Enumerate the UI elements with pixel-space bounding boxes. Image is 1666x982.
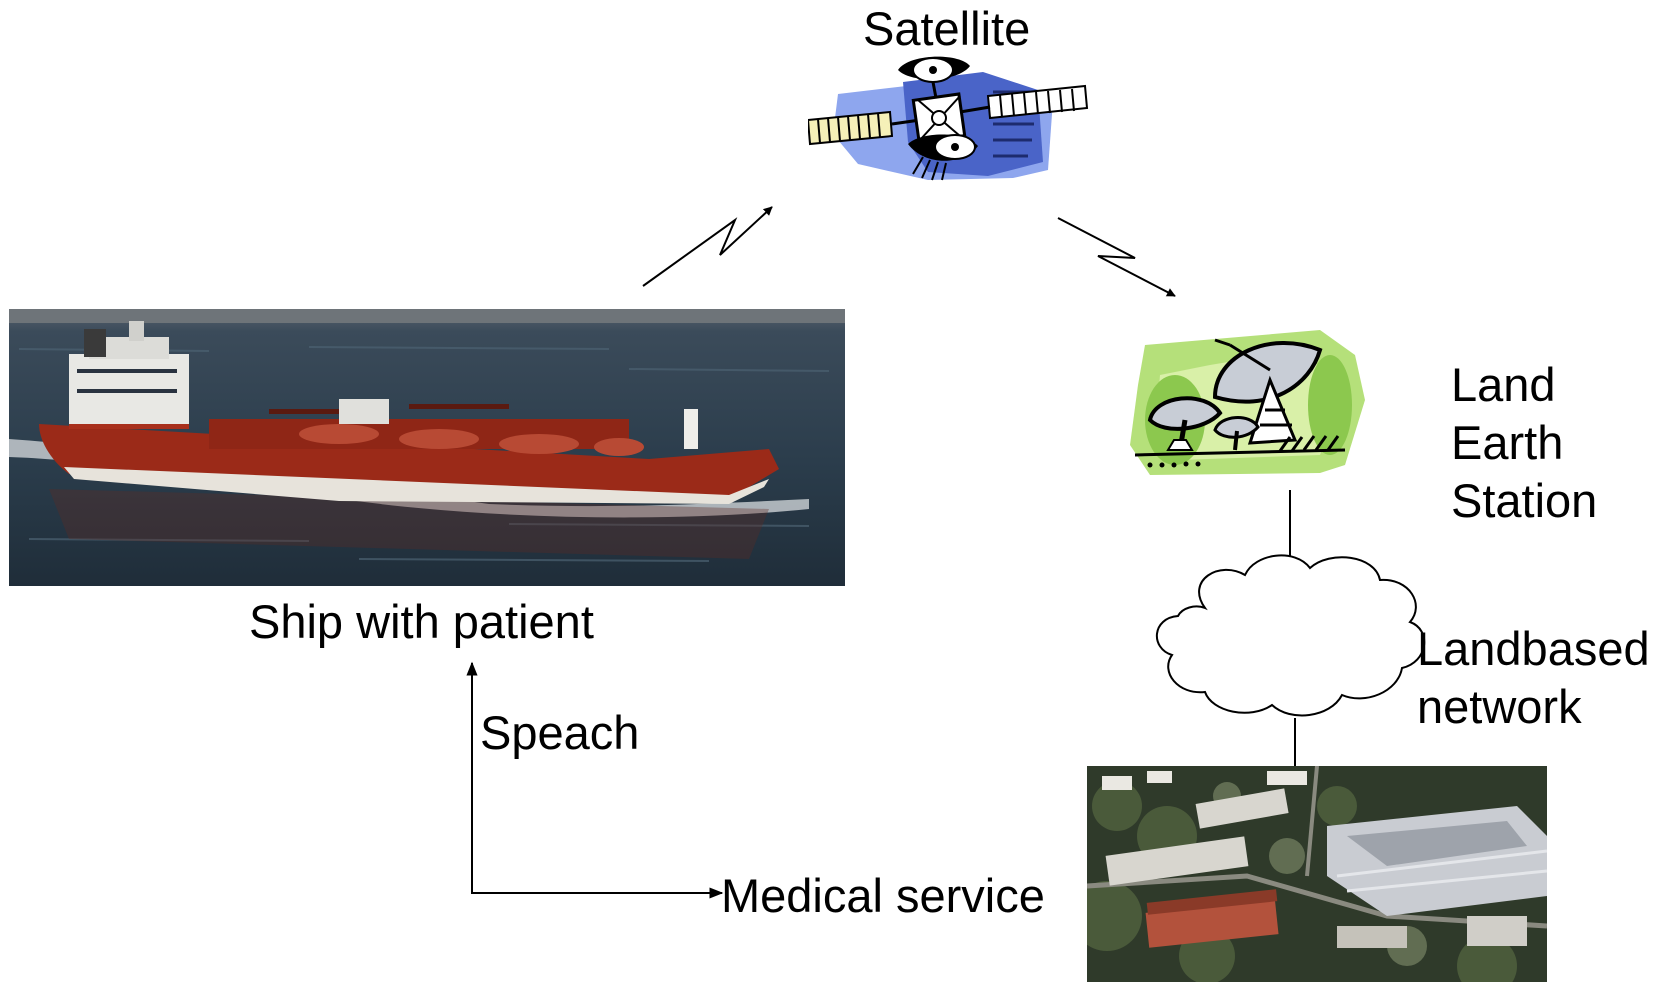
hospital-aerial-photo bbox=[1087, 766, 1547, 982]
satellite-label: Satellite bbox=[863, 2, 1031, 55]
landbased-network-label: Landbased network bbox=[1417, 622, 1650, 733]
speech-connector bbox=[466, 661, 724, 899]
land-earth-station-label: Land Earth Station bbox=[1451, 358, 1598, 527]
ship-photo bbox=[9, 309, 845, 586]
satellite-dish-icon bbox=[1130, 330, 1365, 475]
downlink-arrow bbox=[1057, 217, 1176, 297]
cloud-icon bbox=[1155, 554, 1426, 717]
satellite-icon bbox=[808, 56, 1089, 181]
ship-label: Ship with patient bbox=[249, 595, 594, 648]
speach-label: Speach bbox=[480, 706, 640, 759]
uplink-arrow bbox=[642, 206, 773, 287]
medical-service-label: Medical service bbox=[721, 869, 1045, 922]
